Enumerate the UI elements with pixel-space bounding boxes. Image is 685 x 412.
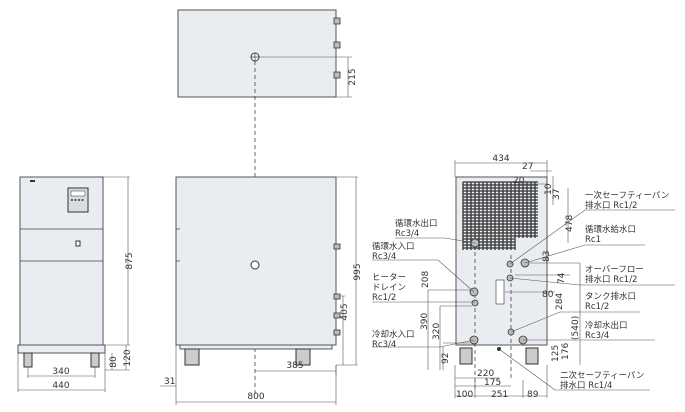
dimension-line [454, 365, 548, 398]
dim-176: 176 [561, 343, 571, 360]
panel-divider [176, 228, 180, 262]
dim-405: 405 [340, 303, 350, 320]
dim-20: 20 [513, 176, 525, 186]
dim-120: 120 [123, 349, 133, 366]
dim-320: 320 [432, 323, 442, 340]
dim-92: 92 [441, 353, 451, 364]
label-heater-drain-spec: Rc1/2 [372, 293, 396, 303]
dimension-line [103, 176, 130, 371]
label-cooling-water-outlet-spec: Rc3/4 [585, 331, 609, 341]
side-view: 995 405 385 31 800 [160, 176, 363, 405]
dimension-line [427, 289, 472, 370]
dim-10: 10 [544, 183, 554, 195]
port-icon [333, 243, 341, 250]
base-frame [179, 344, 333, 350]
label-cooling-water-inlet: 冷却水入口 [372, 329, 415, 340]
label-cooling-water-outlet: 冷却水出口 [585, 320, 628, 331]
caster-icon [459, 347, 473, 365]
dim-80: 80 [109, 356, 119, 368]
centerline [474, 245, 512, 390]
rear-view-body [455, 176, 548, 346]
dim-215: 215 [348, 68, 358, 85]
dim-875: 875 [125, 252, 135, 269]
dim-478: 478 [565, 215, 575, 232]
dim-80: 80 [542, 290, 554, 300]
dim-100: 100 [456, 390, 473, 400]
dim-89: 89 [527, 390, 539, 400]
port-icon [333, 41, 341, 49]
dim-220: 220 [477, 369, 494, 379]
leader-lines [372, 209, 675, 391]
dimension-line [336, 176, 358, 366]
label-heater-drain: ヒーター [372, 273, 406, 283]
dimension-line [454, 160, 569, 243]
grille-lines [462, 181, 538, 250]
dim-27: 27 [522, 162, 533, 172]
label-circulating-water-inlet: 循環水入口 [372, 241, 415, 252]
label-secondary-safety-pan: 二次セーフティーパン [560, 370, 644, 381]
dimension-line [17, 353, 106, 392]
port-icon [333, 71, 341, 79]
port-icon [333, 293, 341, 300]
dimension-line [160, 345, 337, 405]
dim-995: 995 [353, 263, 363, 280]
dim-31: 31 [164, 377, 175, 387]
dim-540: (540) [571, 316, 581, 340]
base-frame [17, 344, 106, 354]
label-circulating-water-supply-spec: Rc1 [585, 235, 601, 245]
rear-view: 434 27 20 10 37 478 83 74 80 284 (540) 1… [372, 154, 675, 400]
dim-390: 390 [420, 313, 430, 330]
dim-800: 800 [247, 392, 264, 402]
dimension-line [505, 253, 581, 365]
caster-icon [295, 348, 311, 366]
label-tank-drain: タンク排水口 [585, 291, 636, 302]
label-circulating-water-outlet: 循環水出口 [395, 218, 438, 229]
label-circulating-water-inlet-spec: Rc3/4 [372, 252, 396, 262]
label-primary-safety-pan: 一次セーフティーパン [585, 190, 669, 201]
heater-drain-port-icon [471, 299, 479, 307]
port-icon [333, 329, 341, 336]
dim-37: 37 [552, 189, 562, 200]
logo-mark [30, 180, 35, 182]
port-icon [333, 17, 341, 25]
dim-385: 385 [286, 361, 303, 371]
label-circulating-water-outlet-spec: Rc3/4 [395, 229, 419, 239]
dim-251: 251 [491, 390, 508, 400]
display-icon [70, 190, 86, 197]
label-primary-safety-pan-spec: 排水口 Rc1/2 [585, 200, 637, 211]
center-mark-icon [250, 260, 260, 270]
label-secondary-safety-pan-spec: 排水口 Rc1/4 [560, 380, 612, 391]
dim-175: 175 [484, 378, 501, 388]
caster-icon [525, 347, 539, 365]
dim-340: 340 [52, 367, 69, 377]
center-crosshair [251, 53, 259, 61]
label-overflow-spec: 排水口 Rc1/2 [585, 274, 637, 285]
dim-208: 208 [421, 271, 431, 288]
dim-434: 434 [492, 154, 509, 164]
dim-440: 440 [52, 381, 69, 391]
level-gauge-icon [495, 279, 505, 305]
dim-74: 74 [557, 272, 567, 284]
condenser-grille [462, 181, 538, 250]
caster-icon [90, 352, 100, 368]
label-overflow: オーバーフロー [585, 265, 644, 275]
caster-icon [184, 348, 200, 366]
dimension-line [259, 56, 352, 98]
switch-icon [75, 240, 81, 247]
caster-icon [23, 352, 33, 368]
top-view: 215 [177, 9, 358, 395]
label-circulating-water-supply: 循環水給水口 [585, 224, 636, 235]
label-cooling-water-inlet-spec: Rc3/4 [372, 340, 396, 350]
port-icon [333, 312, 341, 319]
dim-125: 125 [551, 345, 561, 362]
dim-284: 284 [555, 293, 565, 310]
label-tank-drain-spec: Rc1/2 [585, 302, 609, 312]
label-heater-drain-2: ドレイン [372, 283, 406, 293]
front-view: 875 120 80 340 440 [17, 176, 135, 392]
panel-divider [20, 228, 103, 262]
